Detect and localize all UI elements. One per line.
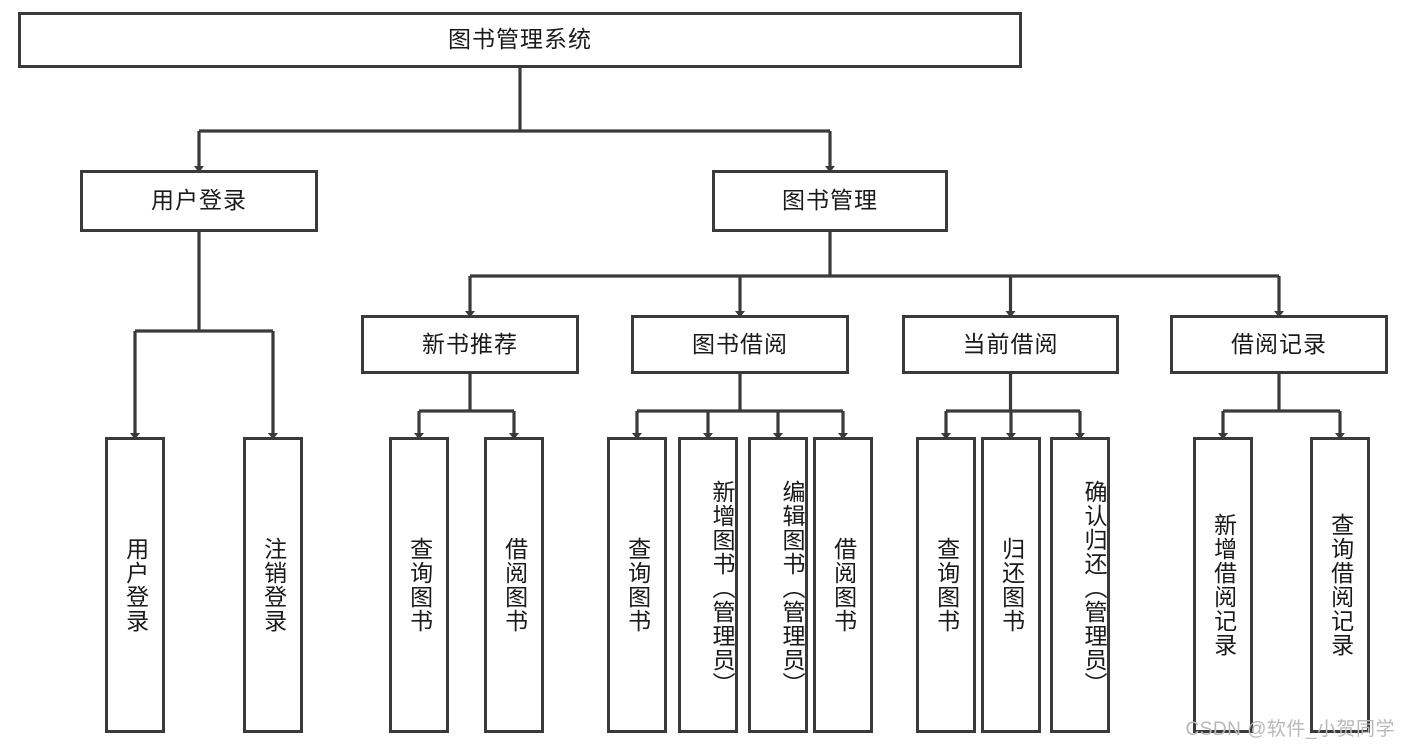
node-label: 查询图书 [624, 537, 651, 633]
node-book-borrow[interactable]: 图书借阅 [631, 315, 849, 374]
node-leaf-confirm-return[interactable]: 确认归还（管理员） [1050, 437, 1110, 733]
node-label: 图书管理系统 [448, 26, 592, 53]
node-user-login[interactable]: 用户登录 [80, 170, 318, 232]
node-new-book-recommend[interactable]: 新书推荐 [361, 315, 579, 374]
node-leaf-logout[interactable]: 注销登录 [243, 437, 303, 733]
node-leaf-edit-book[interactable]: 编辑图书（管理员） [748, 437, 808, 733]
node-leaf-query-record[interactable]: 查询借阅记录 [1310, 437, 1370, 733]
node-label: 借阅记录 [1231, 330, 1327, 357]
node-label: 图书借阅 [692, 330, 788, 357]
node-label: 归还图书 [998, 537, 1025, 633]
node-label: 新增借阅记录 [1210, 513, 1237, 657]
node-label: 新书推荐 [422, 330, 518, 357]
node-label: 借阅图书 [830, 537, 857, 633]
node-label: 当前借阅 [962, 330, 1059, 357]
node-label: 注销登录 [260, 537, 287, 633]
node-leaf-add-book[interactable]: 新增图书（管理员） [678, 437, 738, 733]
node-label: 用户登录 [122, 537, 149, 633]
node-label: 查询图书 [406, 537, 433, 633]
node-label: 新增图书（管理员） [709, 480, 735, 696]
node-label: 编辑图书（管理员） [779, 480, 805, 696]
node-leaf-query-book-1[interactable]: 查询图书 [389, 437, 449, 733]
node-label: 查询借阅记录 [1327, 513, 1354, 657]
node-current-borrow[interactable]: 当前借阅 [902, 315, 1119, 374]
node-leaf-add-record[interactable]: 新增借阅记录 [1193, 437, 1253, 733]
watermark-text: CSDN @软件_小贺同学 [1185, 719, 1395, 740]
node-leaf-borrow-book-1[interactable]: 借阅图书 [484, 437, 544, 733]
node-leaf-query-book-3[interactable]: 查询图书 [916, 437, 976, 733]
node-leaf-return-book[interactable]: 归还图书 [981, 437, 1041, 733]
node-leaf-query-book-2[interactable]: 查询图书 [607, 437, 667, 733]
node-borrow-record[interactable]: 借阅记录 [1170, 315, 1388, 374]
node-label: 图书管理 [782, 187, 878, 214]
node-root[interactable]: 图书管理系统 [18, 12, 1022, 68]
node-book-manage[interactable]: 图书管理 [712, 170, 948, 232]
node-label: 查询图书 [933, 537, 960, 633]
node-leaf-user-login[interactable]: 用户登录 [105, 437, 165, 733]
node-leaf-borrow-book-2[interactable]: 借阅图书 [813, 437, 873, 733]
node-label: 确认归还（管理员） [1081, 480, 1107, 696]
node-label: 借阅图书 [501, 537, 528, 633]
node-label: 用户登录 [151, 187, 247, 214]
